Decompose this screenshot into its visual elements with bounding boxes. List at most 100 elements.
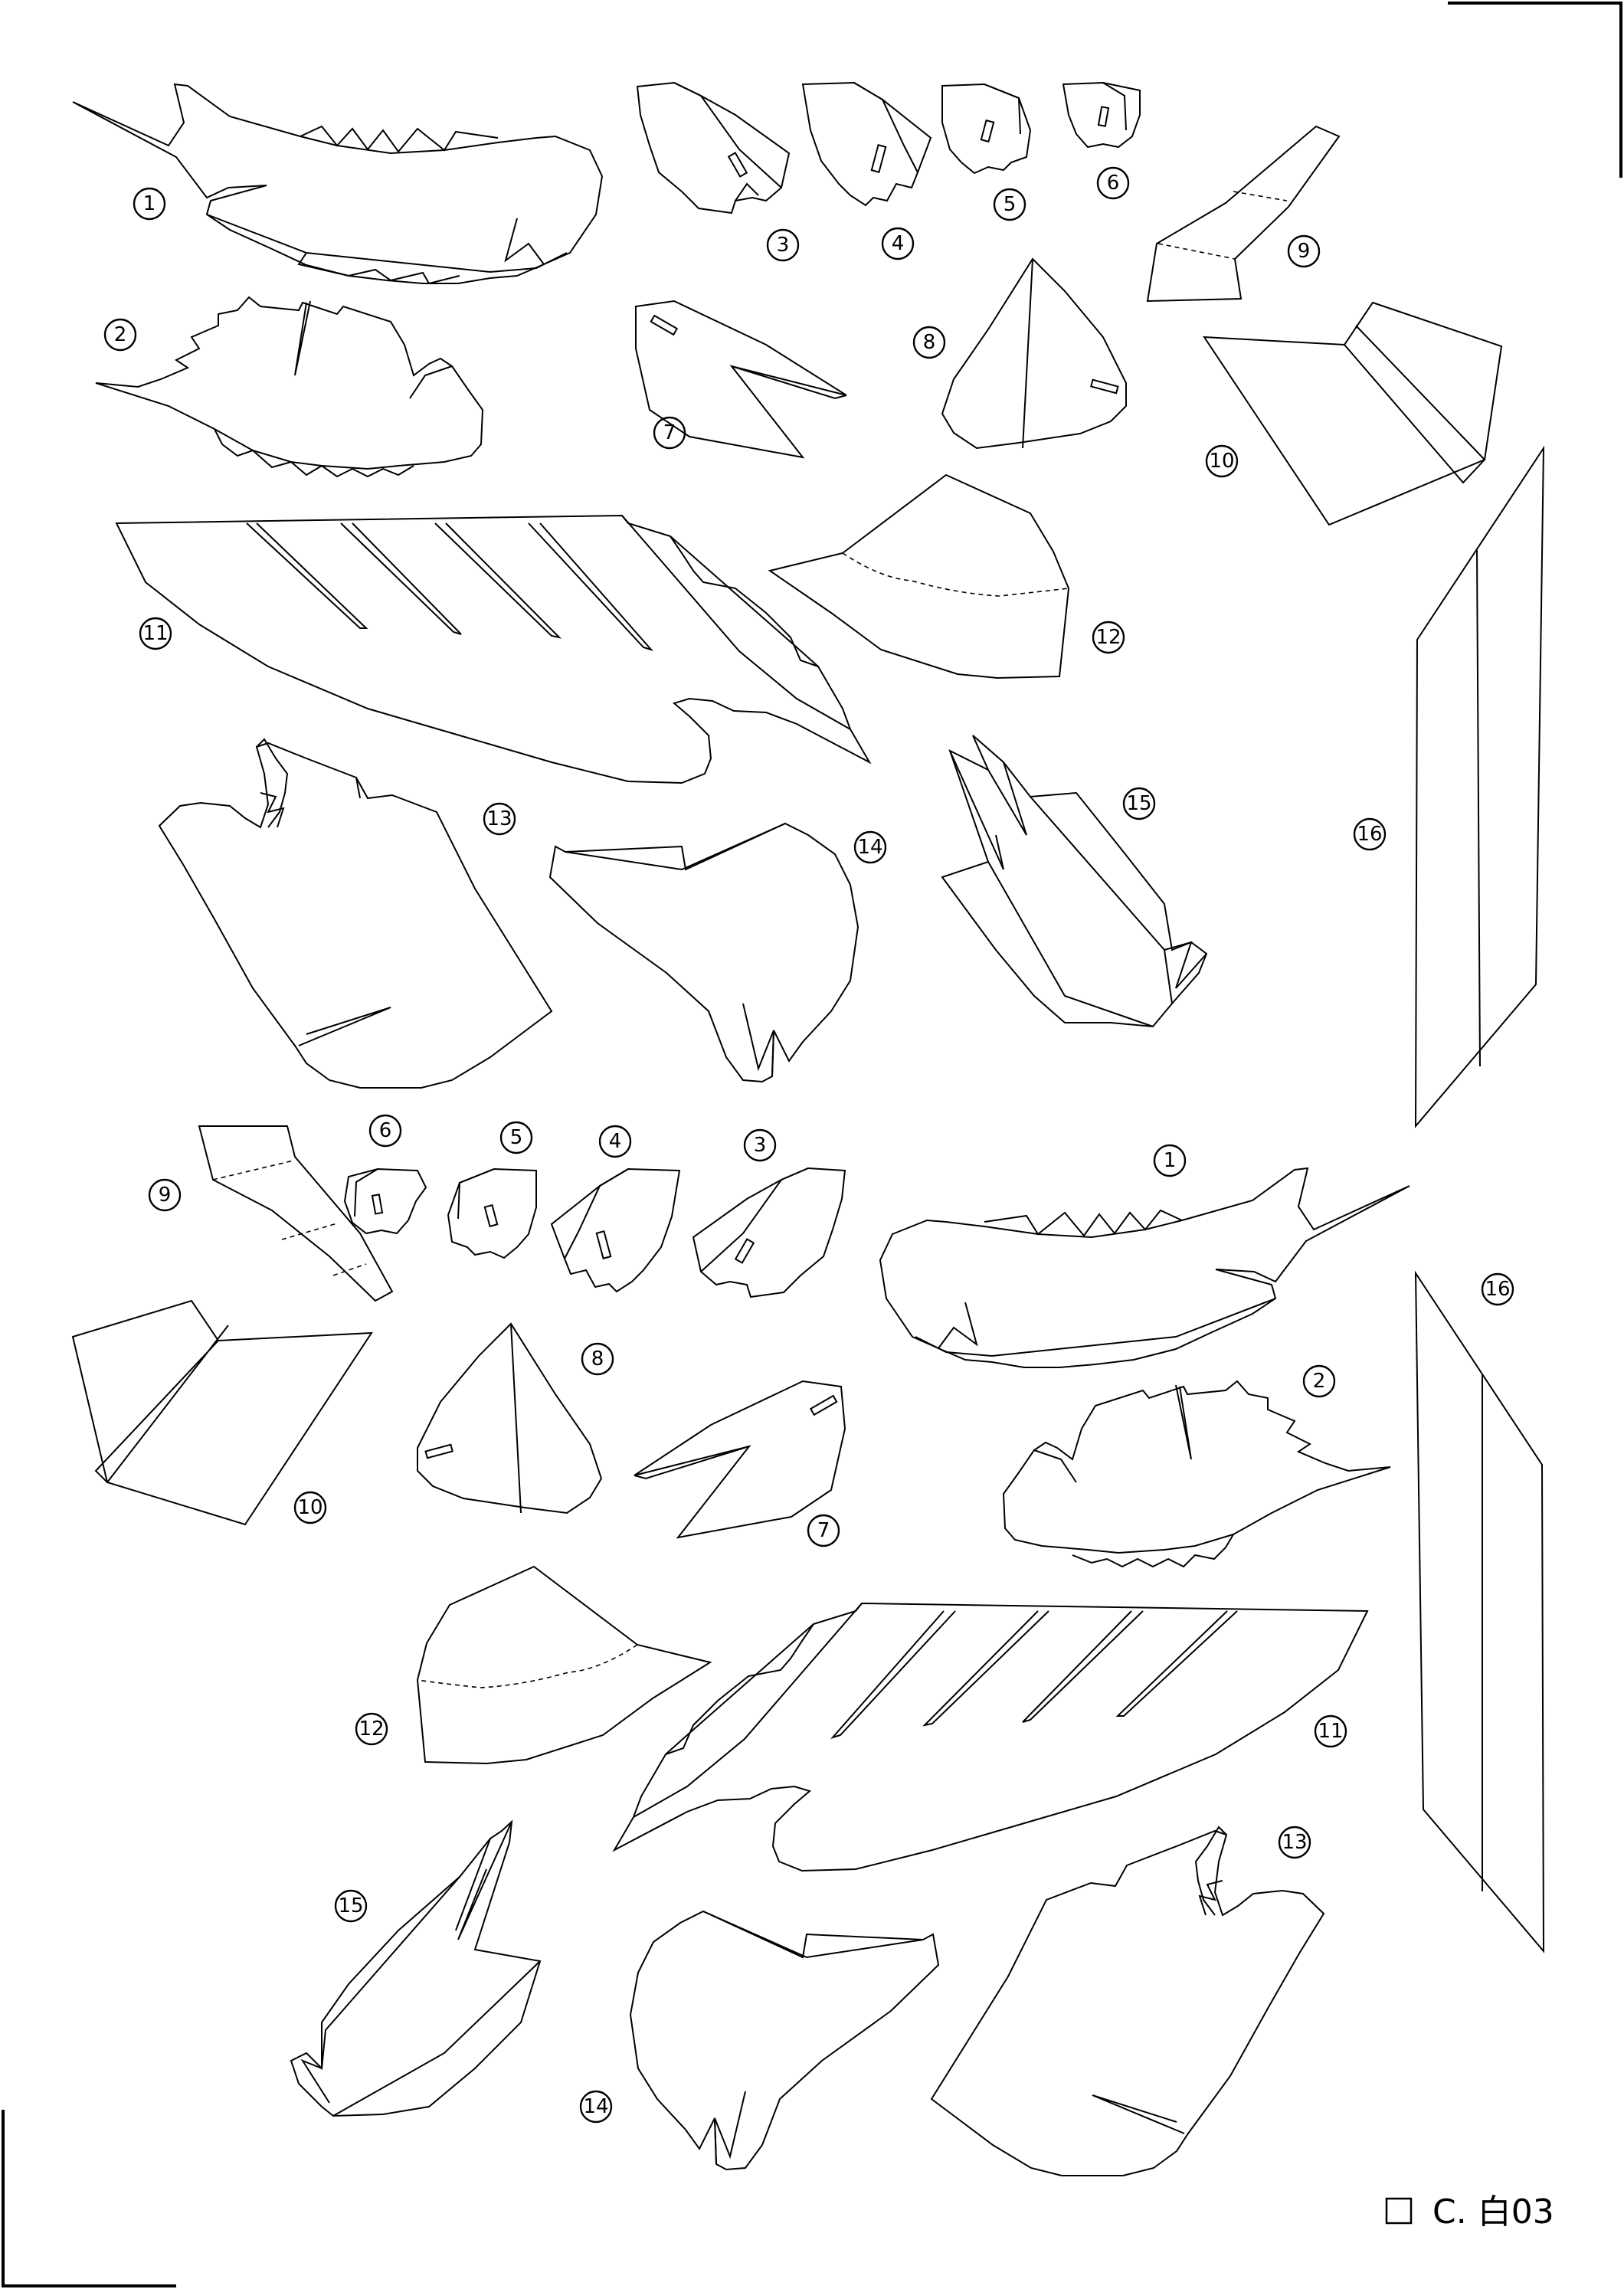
- svg-text:14: 14: [857, 836, 882, 859]
- part-12: [768, 473, 1070, 679]
- svg-text:4: 4: [892, 232, 905, 255]
- part-16: [1414, 445, 1545, 1128]
- part-9: [1146, 125, 1341, 303]
- part-11-mirror: [612, 1602, 1369, 1872]
- part-11: [115, 514, 872, 784]
- part-14-mirror: [629, 1910, 940, 2171]
- label-16-mirror: 16: [1481, 1272, 1514, 1306]
- svg-text:8: 8: [591, 1348, 604, 1370]
- svg-text:1: 1: [143, 192, 156, 215]
- svg-text:13: 13: [486, 807, 512, 830]
- svg-text:11: 11: [142, 622, 168, 645]
- label-3-mirror: 3: [743, 1128, 777, 1162]
- part-9-mirror: [198, 1125, 394, 1302]
- svg-text:11: 11: [1318, 1720, 1343, 1743]
- svg-text:16: 16: [1485, 1278, 1510, 1301]
- part-13-mirror: [930, 1826, 1325, 2176]
- part-15: [941, 735, 1208, 1028]
- label-11-mirror: 11: [1314, 1714, 1347, 1748]
- svg-text:15: 15: [338, 1894, 363, 1917]
- part-4-mirror: [550, 1167, 681, 1293]
- label-8-mirror: 8: [581, 1342, 614, 1376]
- crop-mark-top-right: [1448, 2, 1622, 178]
- svg-text:15: 15: [1126, 792, 1151, 815]
- svg-text:16: 16: [1357, 823, 1382, 846]
- label-13: 13: [483, 802, 516, 836]
- svg-text:14: 14: [583, 2095, 608, 2118]
- part-10-mirror: [71, 1299, 373, 1526]
- label-2-mirror: 2: [1302, 1364, 1336, 1398]
- svg-text:10: 10: [297, 1496, 323, 1519]
- label-7-mirror: 7: [807, 1514, 840, 1547]
- svg-text:7: 7: [817, 1519, 830, 1542]
- label-3: 3: [766, 228, 800, 262]
- part-6-mirror: [343, 1167, 427, 1235]
- part-16-mirror: [1414, 1270, 1545, 1953]
- part-2: [95, 296, 484, 478]
- svg-text:6: 6: [1107, 172, 1120, 195]
- part-5: [941, 83, 1032, 175]
- label-14: 14: [853, 830, 887, 864]
- part-15-mirror: [290, 1819, 542, 2117]
- label-4: 4: [881, 227, 915, 260]
- label-5: 5: [993, 188, 1026, 221]
- part-5-mirror: [447, 1167, 537, 1259]
- svg-text:12: 12: [359, 1718, 384, 1740]
- label-6: 6: [1096, 166, 1130, 200]
- part-4: [801, 81, 932, 207]
- parts-top: [72, 81, 1545, 1128]
- part-8: [941, 257, 1127, 450]
- label-2: 2: [103, 318, 137, 352]
- part-labels-top: 1 2 3 4 5 6 7 8 9 10 11 12 13 14 15 16: [103, 166, 1387, 864]
- label-9: 9: [1287, 234, 1321, 268]
- svg-text:10: 10: [1209, 450, 1234, 473]
- svg-text:9: 9: [1298, 240, 1311, 263]
- part-1: [72, 83, 604, 285]
- label-12: 12: [1092, 621, 1125, 654]
- svg-text:13: 13: [1282, 1831, 1307, 1854]
- part-6: [1062, 81, 1141, 149]
- part-3-mirror: [692, 1167, 846, 1298]
- svg-text:5: 5: [510, 1126, 523, 1149]
- svg-text:3: 3: [777, 234, 790, 257]
- svg-text:3: 3: [754, 1134, 767, 1157]
- label-4-mirror: 4: [598, 1125, 632, 1158]
- svg-text:1: 1: [1164, 1149, 1177, 1172]
- label-5-mirror: 5: [499, 1121, 533, 1154]
- part-7-mirror: [634, 1380, 846, 1539]
- checkbox-square-icon: [1385, 2197, 1413, 2225]
- label-12-mirror: 12: [355, 1712, 388, 1746]
- svg-text:7: 7: [663, 421, 676, 444]
- label-1: 1: [133, 187, 166, 221]
- part-12-mirror: [416, 1565, 712, 1765]
- label-16: 16: [1353, 817, 1387, 851]
- svg-text:12: 12: [1095, 626, 1121, 649]
- part-10: [1203, 301, 1503, 526]
- svg-text:4: 4: [609, 1130, 622, 1153]
- sheet-code: C. 白03: [1385, 2192, 1554, 2232]
- part-3: [636, 81, 791, 214]
- label-14-mirror: 14: [579, 2090, 613, 2124]
- parts-bottom: [71, 1125, 1545, 2176]
- part-14: [548, 822, 859, 1083]
- svg-text:2: 2: [114, 323, 127, 346]
- crop-mark-bottom-left: [2, 2110, 176, 2287]
- label-9-mirror: 9: [148, 1178, 182, 1212]
- part-13: [158, 738, 553, 1089]
- label-8: 8: [912, 326, 946, 359]
- part-7: [635, 300, 847, 459]
- label-15: 15: [1122, 787, 1156, 820]
- part-labels-bottom: 1 2 3 4 5 6 7 8 9 10 11 12 13 14 15 16: [148, 1114, 1514, 2124]
- label-10-mirror: 10: [293, 1491, 327, 1524]
- label-6-mirror: 6: [368, 1114, 402, 1148]
- svg-text:2: 2: [1313, 1370, 1326, 1393]
- svg-text:6: 6: [379, 1119, 392, 1142]
- label-13-mirror: 13: [1278, 1826, 1311, 1859]
- svg-text:8: 8: [923, 331, 936, 354]
- label-7: 7: [653, 416, 686, 450]
- label-15-mirror: 15: [334, 1889, 368, 1923]
- sheet-code-text: C. 白03: [1432, 2192, 1554, 2232]
- svg-text:9: 9: [159, 1184, 172, 1207]
